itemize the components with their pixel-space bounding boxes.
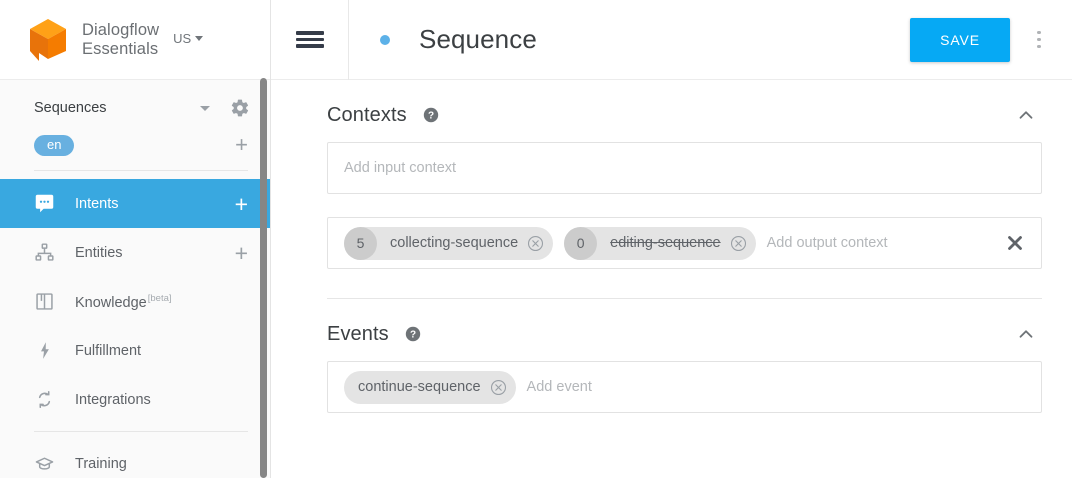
sidebar-item-label: Fulfillment (75, 342, 142, 359)
lightning-bolt-icon (33, 340, 55, 362)
section-title: Contexts (327, 103, 407, 126)
chip-count: 0 (564, 226, 598, 260)
chat-bubble-icon (33, 193, 55, 215)
page-title: Sequence (419, 24, 537, 54)
content-area: Contexts ? Add input context 5 coll (271, 80, 1072, 413)
section-divider (327, 298, 1042, 299)
sidebar-divider (34, 431, 248, 432)
brand-header[interactable]: Dialogflow Essentials US (0, 0, 270, 80)
chevron-up-icon[interactable] (1015, 104, 1037, 126)
contexts-header: Contexts ? (327, 80, 1042, 142)
sidebar-nav: Intents + Entities + (0, 179, 270, 478)
add-entity-button[interactable]: + (234, 239, 248, 266)
language-chip-en[interactable]: en (34, 134, 75, 156)
sidebar-item-label: Intents (75, 195, 119, 212)
help-circle-icon[interactable]: ? (423, 107, 439, 123)
add-language-button[interactable]: + (235, 132, 248, 157)
sidebar-item-label: Integrations (75, 391, 151, 408)
help-circle-icon[interactable]: ? (405, 326, 421, 342)
brand-line-1: Dialogflow (82, 20, 160, 39)
sidebar-item-text: Knowledge (75, 294, 147, 311)
scrollbar-thumb[interactable] (260, 78, 267, 478)
agent-selector-row: Sequences (0, 90, 270, 126)
dialogflow-logo-icon (30, 18, 66, 61)
contexts-section: Contexts ? Add input context 5 coll (327, 80, 1042, 299)
sidebar-item-label: Entities (75, 244, 123, 261)
chevron-down-icon[interactable] (200, 105, 210, 111)
region-label: US (173, 31, 192, 46)
hamburger-icon[interactable] (271, 0, 349, 80)
top-bar: Sequence SAVE (271, 0, 1072, 80)
kebab-menu-icon[interactable] (1022, 20, 1056, 60)
svg-text:?: ? (410, 330, 416, 341)
close-x-icon[interactable] (1005, 233, 1025, 253)
brand-line-2: Essentials (82, 39, 159, 58)
chip-count: 5 (344, 226, 377, 260)
chip-remove-icon[interactable] (490, 379, 507, 396)
input-context-placeholder: Add input context (344, 160, 457, 176)
section-title: Events (327, 322, 389, 345)
book-icon (33, 291, 55, 313)
output-context-placeholder: Add output context (766, 235, 888, 251)
sidebar: Dialogflow Essentials US Sequences en + (0, 0, 271, 478)
chevron-up-icon[interactable] (1015, 323, 1037, 345)
chip-label: continue-sequence (358, 379, 481, 395)
input-context-field[interactable]: Add input context (327, 142, 1042, 194)
language-row: en + (0, 128, 270, 162)
region-selector[interactable]: US (173, 31, 204, 48)
gear-icon[interactable] (230, 98, 250, 118)
events-field[interactable]: continue-sequence Add event (327, 361, 1042, 413)
beta-badge: [beta] (147, 292, 172, 304)
events-header: Events ? (327, 299, 1042, 361)
chevron-down-icon (195, 36, 204, 41)
org-chart-icon (33, 242, 55, 264)
sidebar-scrollbar[interactable] (260, 78, 268, 478)
sync-arrows-icon (33, 389, 55, 411)
events-placeholder: Add event (526, 379, 592, 395)
chip-label: editing-sequence (610, 235, 721, 251)
chip-remove-icon[interactable] (730, 235, 747, 252)
sidebar-item-label: Training (75, 455, 127, 472)
sidebar-item-knowledge[interactable]: Knowledge[beta] (0, 277, 270, 326)
status-dot (380, 34, 390, 45)
sidebar-item-entities[interactable]: Entities + (0, 228, 270, 277)
output-context-field[interactable]: 5 collecting-sequence 0 editing-sequence (327, 217, 1042, 269)
sidebar-item-fulfillment[interactable]: Fulfillment (0, 326, 270, 375)
events-section: Events ? continue-sequence (327, 299, 1042, 413)
chip-label: collecting-sequence (390, 235, 519, 251)
sidebar-item-integrations[interactable]: Integrations (0, 375, 270, 424)
context-chip[interactable]: 5 collecting-sequence (344, 226, 554, 260)
sidebar-item-training[interactable]: Training (0, 439, 270, 478)
chip-remove-icon[interactable] (527, 235, 544, 252)
sidebar-item-label: Knowledge[beta] (75, 293, 172, 311)
graduation-cap-icon (33, 453, 55, 475)
event-chip[interactable]: continue-sequence (344, 370, 516, 404)
sidebar-item-intents[interactable]: Intents + (0, 179, 270, 228)
sidebar-divider (34, 170, 248, 171)
svg-text:?: ? (428, 111, 434, 122)
save-button[interactable]: SAVE (910, 17, 1010, 62)
context-chip[interactable]: 0 editing-sequence (564, 226, 756, 260)
add-intent-button[interactable]: + (234, 190, 248, 217)
brand-title: Dialogflow Essentials (82, 21, 159, 59)
agent-name[interactable]: Sequences (34, 100, 107, 116)
main-panel: Sequence SAVE Contexts ? Add in (271, 0, 1072, 478)
